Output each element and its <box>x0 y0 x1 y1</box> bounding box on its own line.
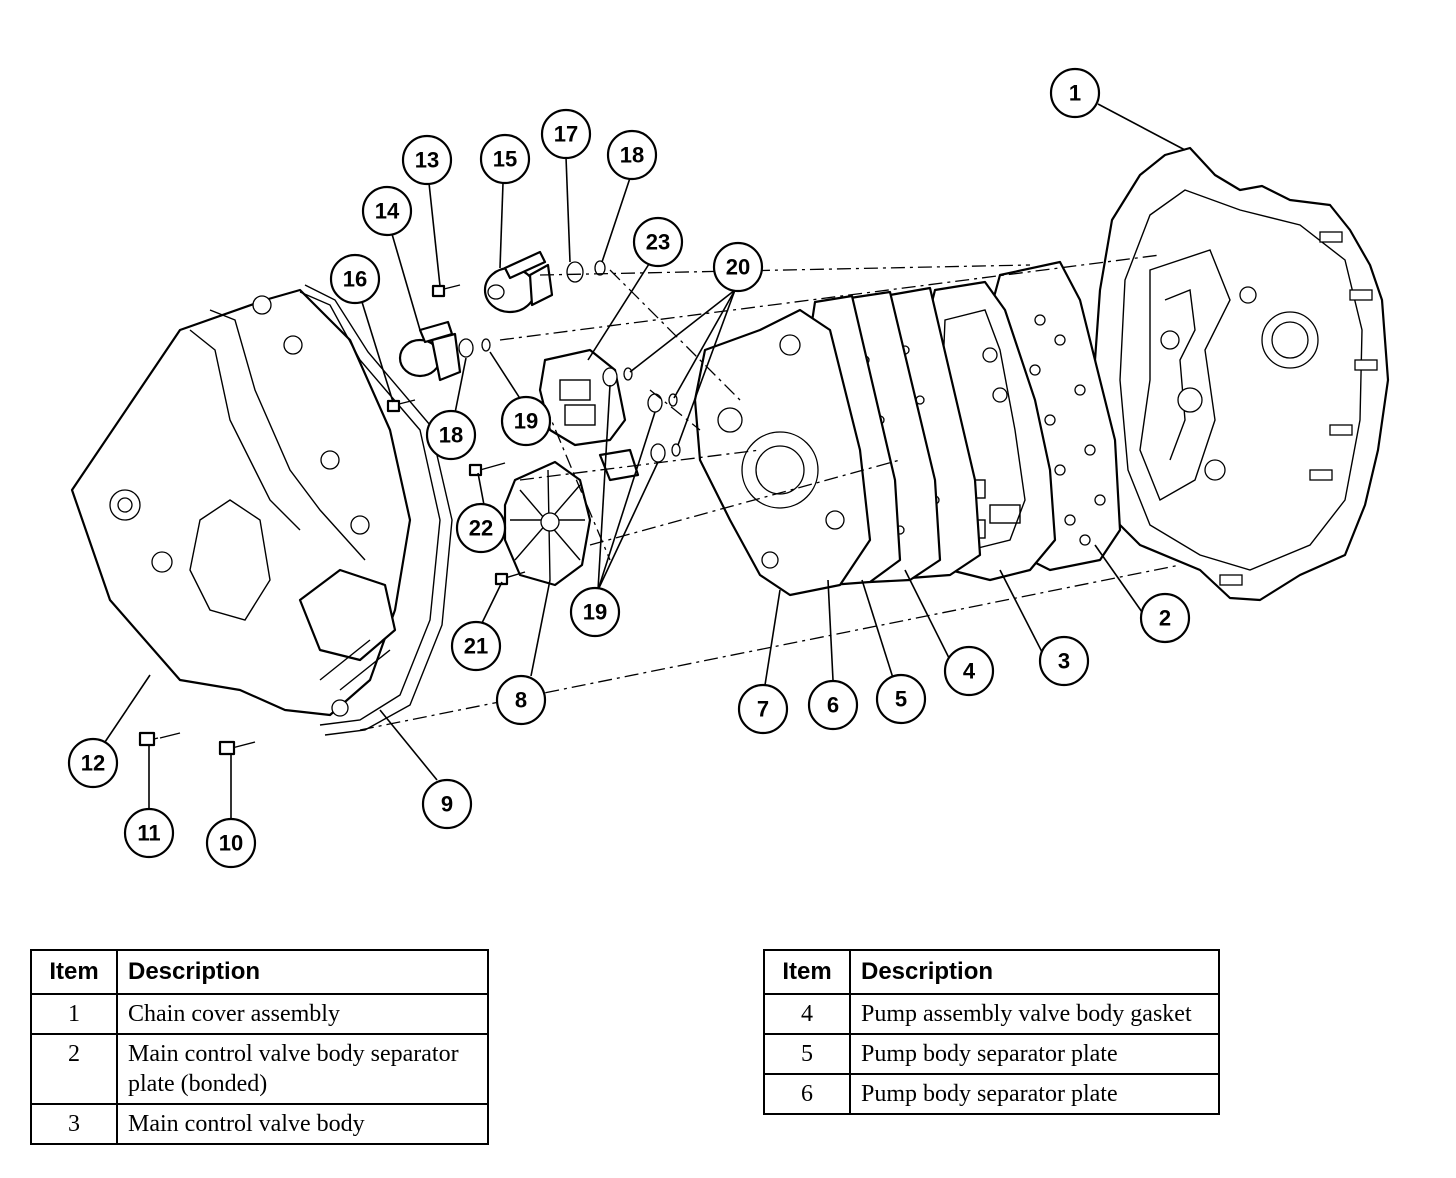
callout-21: 21 <box>450 620 502 672</box>
svg-text:21: 21 <box>464 634 488 659</box>
item-description: Main control valve body <box>116 1103 489 1145</box>
legend-header-row: Item Description <box>763 949 1220 995</box>
leader-lines <box>104 103 1186 820</box>
callout-19-top: 19 <box>500 395 552 447</box>
item-description: Pump body separator plate <box>849 1073 1220 1115</box>
svg-text:12: 12 <box>81 751 105 776</box>
legend-table-right: Item Description 4 Pump assembly valve b… <box>763 949 1220 1115</box>
callout-3: 3 <box>1038 635 1090 687</box>
callout-18-bottom: 18 <box>425 409 477 461</box>
table-row: 3 Main control valve body <box>30 1103 489 1145</box>
callout-9: 9 <box>421 778 473 830</box>
svg-text:19: 19 <box>514 409 538 434</box>
solenoid-14 <box>398 320 462 382</box>
header-description: Description <box>116 949 489 995</box>
table-row: 1 Chain cover assembly <box>30 993 489 1035</box>
callout-5: 5 <box>875 673 927 725</box>
solenoid-body-23 <box>538 348 640 482</box>
svg-text:11: 11 <box>137 821 160 846</box>
callout-20: 20 <box>712 241 764 293</box>
callout-19-bottom: 19 <box>569 586 621 638</box>
exploded-view-diagram: 1 2 3 4 5 6 7 8 9 10 11 12 13 14 15 16 1… <box>67 67 1390 869</box>
callout-23: 23 <box>632 216 684 268</box>
svg-text:6: 6 <box>827 693 839 718</box>
item-number: 5 <box>763 1033 851 1075</box>
callout-11: 11 <box>123 807 175 859</box>
item-description: Chain cover assembly <box>116 993 489 1035</box>
pump-cover <box>503 460 592 587</box>
table-row: 2 Main control valve body separator plat… <box>30 1033 489 1105</box>
svg-text:20: 20 <box>726 255 750 280</box>
solenoid-15 <box>483 250 554 314</box>
svg-text:8: 8 <box>515 688 527 713</box>
table-row: 4 Pump assembly valve body gasket <box>763 993 1220 1035</box>
svg-text:15: 15 <box>493 147 517 172</box>
callout-6: 6 <box>807 679 859 731</box>
valve-body-cover <box>70 284 453 736</box>
bolts <box>138 284 526 756</box>
item-number: 3 <box>30 1103 118 1145</box>
svg-text:19: 19 <box>583 600 607 625</box>
callout-17: 17 <box>540 108 592 160</box>
table-row: 6 Pump body separator plate <box>763 1073 1220 1115</box>
callout-22: 22 <box>455 502 507 554</box>
callout-7: 7 <box>737 683 789 735</box>
svg-text:13: 13 <box>415 148 439 173</box>
item-description: Pump assembly valve body gasket <box>849 993 1220 1035</box>
item-number: 2 <box>30 1033 118 1105</box>
header-item: Item <box>30 949 118 995</box>
chain-cover-assembly <box>1093 146 1390 602</box>
item-number: 1 <box>30 993 118 1035</box>
item-description: Pump body separator plate <box>849 1033 1220 1075</box>
callout-8: 8 <box>495 674 547 726</box>
svg-text:5: 5 <box>895 687 907 712</box>
svg-text:16: 16 <box>343 267 367 292</box>
svg-text:17: 17 <box>554 122 578 147</box>
svg-text:1: 1 <box>1069 81 1081 106</box>
header-item: Item <box>763 949 851 995</box>
svg-text:7: 7 <box>757 697 769 722</box>
header-description: Description <box>849 949 1220 995</box>
callout-4: 4 <box>943 645 995 697</box>
callout-14: 14 <box>361 185 413 237</box>
svg-text:18: 18 <box>620 143 644 168</box>
item-description: Main control valve body separator plate … <box>116 1033 489 1105</box>
pump-body <box>693 308 872 597</box>
item-number: 6 <box>763 1073 851 1115</box>
svg-text:23: 23 <box>646 230 670 255</box>
callout-15: 15 <box>479 133 531 185</box>
callout-12: 12 <box>67 737 119 789</box>
callout-18-top: 18 <box>606 129 658 181</box>
svg-text:3: 3 <box>1058 649 1070 674</box>
callout-13: 13 <box>401 134 453 186</box>
svg-text:4: 4 <box>963 659 976 684</box>
svg-text:10: 10 <box>219 831 243 856</box>
legend-header-row: Item Description <box>30 949 489 995</box>
svg-text:22: 22 <box>469 516 493 541</box>
callout-2: 2 <box>1139 592 1191 644</box>
item-number: 4 <box>763 993 851 1035</box>
callout-10: 10 <box>205 817 257 869</box>
legend-table-left: Item Description 1 Chain cover assembly … <box>30 949 489 1145</box>
callout-1: 1 <box>1049 67 1101 119</box>
callout-16: 16 <box>329 253 381 305</box>
svg-text:2: 2 <box>1159 606 1171 631</box>
svg-text:18: 18 <box>439 423 463 448</box>
table-row: 5 Pump body separator plate <box>763 1033 1220 1075</box>
svg-text:9: 9 <box>441 792 453 817</box>
svg-text:14: 14 <box>375 199 400 224</box>
